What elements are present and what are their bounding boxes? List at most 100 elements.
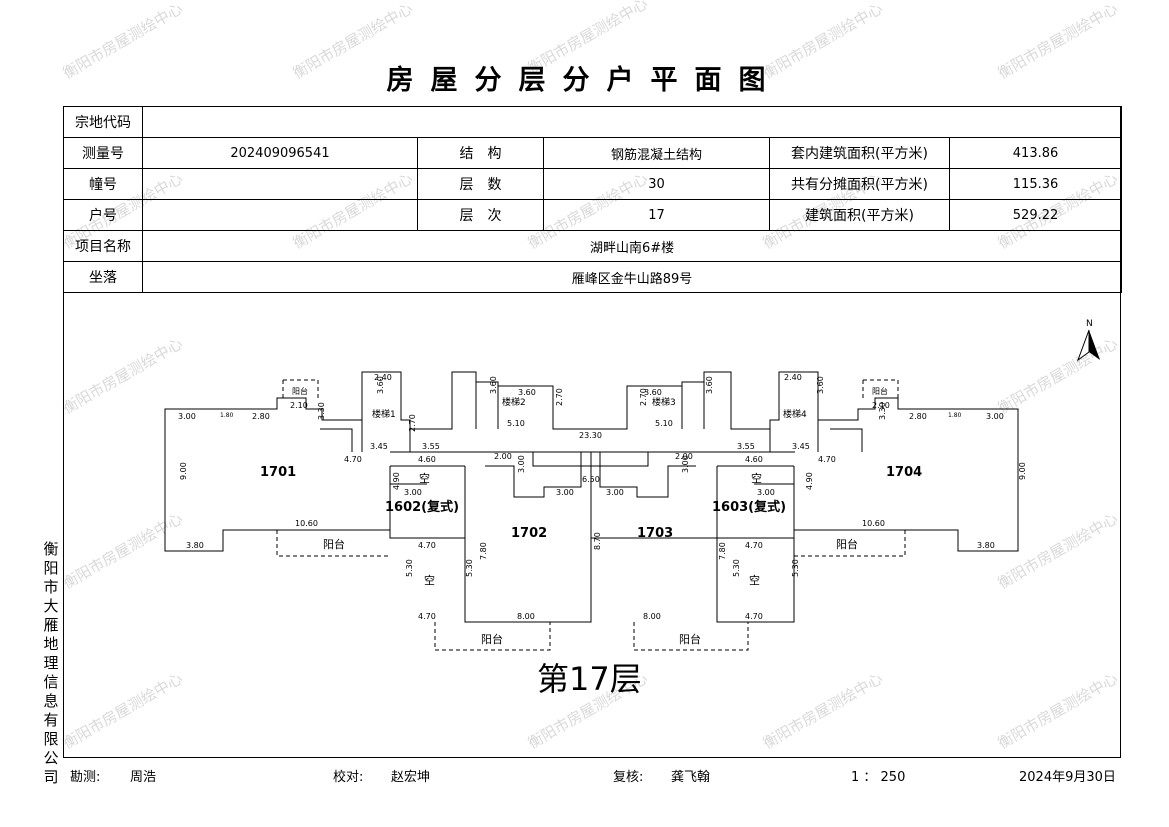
page-title: 房屋分层分户平面图	[386, 65, 783, 96]
dim-label: 9.00	[1018, 462, 1027, 480]
dim-label: 5.30	[405, 559, 414, 577]
dim-label: 3.30	[317, 402, 326, 420]
dim-label: 2.70	[408, 414, 417, 432]
reviewer-value: 龚飞翰	[671, 770, 711, 785]
dim-label: 3.80	[186, 541, 204, 550]
north-label: N	[1086, 319, 1093, 329]
dim-label: 2.00	[675, 452, 693, 461]
dim-label: 3.30	[878, 402, 887, 420]
dim-label: 2.80	[909, 412, 927, 421]
dim-label: 3.80	[977, 541, 995, 550]
dim-label: 3.60	[489, 376, 498, 394]
dim-label: 2.00	[494, 452, 512, 461]
dim-label: 1.80	[948, 412, 962, 419]
dim-label: 3.00	[404, 488, 422, 497]
void-label: 空	[749, 573, 760, 587]
dim-label: 10.60	[295, 519, 318, 528]
dim-label: 3.60	[518, 388, 536, 397]
unit-no-label: 户号	[63, 199, 143, 231]
dim-label: 4.90	[805, 472, 814, 490]
balcony-label: 阳台	[292, 386, 308, 396]
stair-label: 楼梯1	[372, 408, 396, 420]
dim-label: 7.80	[479, 542, 488, 560]
project-label: 项目名称	[63, 230, 143, 262]
dim-label: 4.70	[745, 541, 763, 550]
company-vertical-text: 衡阳市大雁地理信息有限公司	[43, 540, 59, 786]
dim-label: 3.60	[376, 376, 385, 394]
inner-area-value: 413.86	[948, 137, 1123, 169]
dim-label: 3.55	[422, 442, 440, 451]
survey-no-label: 测量号	[63, 137, 143, 169]
building-no-label: 幢号	[63, 168, 143, 200]
void-label: 空	[424, 573, 435, 587]
info-table: 宗地代码 测量号 202409096541 结 构 钢筋混凝土结构 套内建筑面积…	[63, 106, 1123, 293]
dim-label: 10.60	[862, 519, 885, 528]
shared-area-label: 共有分摊面积(平方米)	[769, 168, 950, 200]
dim-label: 3.00	[757, 488, 775, 497]
checker-label: 校对:	[333, 770, 364, 785]
balcony-label: 阳台	[323, 537, 345, 551]
dim-label: 3.00	[681, 455, 690, 473]
shared-area-value: 115.36	[948, 168, 1123, 200]
dim-label: 3.60	[816, 376, 825, 394]
checker-value: 赵宏坤	[391, 770, 431, 785]
dim-label: 2.10	[290, 401, 308, 410]
unit-label-1602: 1602(复式)	[385, 499, 459, 515]
dim-label: 3.60	[644, 388, 662, 397]
dim-label: 4.60	[745, 455, 763, 464]
unit-label-1702: 1702	[511, 526, 547, 541]
dim-label: 3.00	[606, 488, 624, 497]
dim-label: 1.80	[220, 412, 234, 419]
dim-label: 5.30	[791, 559, 800, 577]
dim-label: 4.70	[418, 612, 436, 621]
void-label: 空	[419, 471, 430, 485]
stair-label: 楼梯3	[652, 396, 676, 408]
dim-label: 4.70	[344, 455, 362, 464]
dim-label: 5.30	[465, 559, 474, 577]
dim-label: 4.70	[818, 455, 836, 464]
dim-label: 8.00	[643, 612, 661, 621]
stair-label: 楼梯4	[783, 408, 807, 420]
balcony-label: 阳台	[679, 632, 701, 646]
dim-label: 3.60	[705, 376, 714, 394]
void-label: 空	[751, 471, 762, 485]
dim-label: 2.40	[374, 373, 392, 382]
dim-label: 3.55	[737, 442, 755, 451]
location-value: 雁峰区金牛山路89号	[141, 261, 1123, 293]
building-no-value	[142, 168, 418, 200]
dim-label: 3.00	[517, 455, 526, 473]
dim-label: 4.60	[418, 455, 436, 464]
dim-label: 4.70	[418, 541, 436, 550]
location-label: 坐落	[63, 261, 143, 293]
dim-label: 2.70	[555, 388, 564, 406]
total-area-value: 529.22	[948, 199, 1123, 231]
structure-label: 结 构	[417, 137, 544, 169]
unit-label-1704: 1704	[886, 465, 922, 480]
dim-label: 8.70	[593, 532, 602, 550]
surveyor-label: 勘测:	[70, 770, 101, 785]
unit-label-1603: 1603(复式)	[712, 499, 786, 515]
dim-label: 6.50	[582, 475, 600, 484]
dim-label: 2.10	[872, 401, 890, 410]
dim-label: 9.00	[179, 462, 188, 480]
dim-label: 3.00	[986, 412, 1004, 421]
inner-area-label: 套内建筑面积(平方米)	[769, 137, 950, 169]
surveyor-value: 周浩	[130, 770, 157, 785]
dim-label: 2.40	[784, 373, 802, 382]
dim-label: 3.00	[178, 412, 196, 421]
dim-label: 4.90	[392, 472, 401, 490]
floors-value: 30	[543, 168, 770, 200]
dim-label: 3.45	[370, 442, 388, 451]
dim-label: 3.00	[556, 488, 574, 497]
balcony-label: 阳台	[481, 632, 503, 646]
dim-label: 4.70	[745, 612, 763, 621]
balcony-label: 阳台	[836, 537, 858, 551]
north-arrow-icon	[1076, 329, 1100, 362]
dim-label: 5.30	[732, 559, 741, 577]
scale: 1 ： 250	[851, 770, 906, 785]
balcony-label: 阳台	[872, 386, 888, 396]
dim-label: 2.80	[252, 412, 270, 421]
dim-label: 5.10	[507, 419, 525, 428]
dim-label: 3.45	[792, 442, 810, 451]
